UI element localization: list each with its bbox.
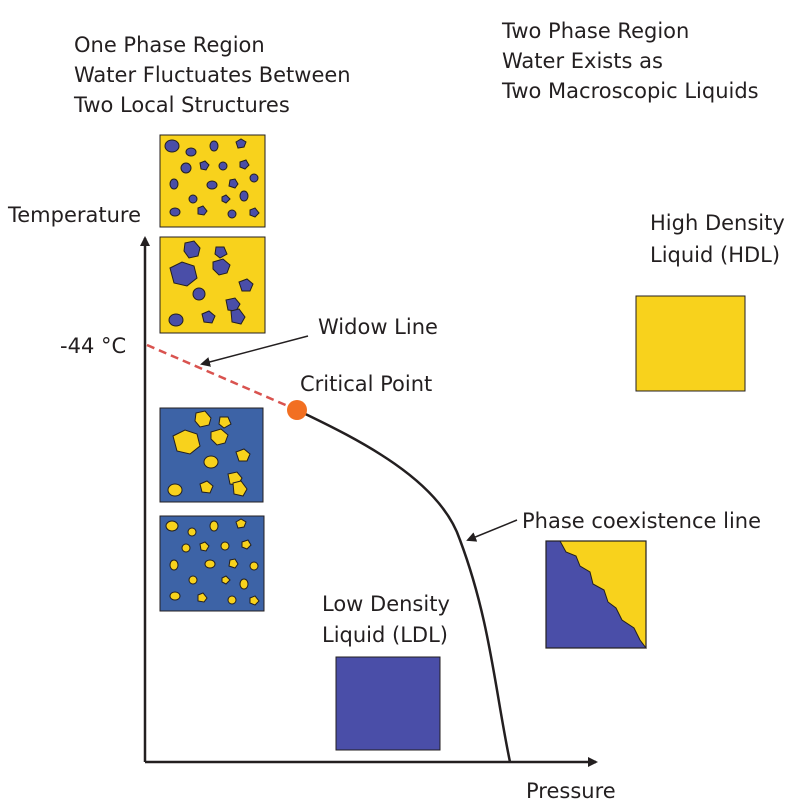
coexistence-split-box xyxy=(545,540,647,649)
ldl-label-line2: Liquid (LDL) xyxy=(322,623,448,647)
ldl-square xyxy=(335,656,441,751)
left-region-title-line3: Two Local Structures xyxy=(73,93,290,117)
right-region-title-line2: Water Exists as xyxy=(502,49,663,73)
left-region-title-line2: Water Fluctuates Between xyxy=(74,63,351,87)
widow-line-label: Widow Line xyxy=(318,315,438,339)
coexistence-line-arrow xyxy=(466,519,518,542)
x-axis-label: Pressure xyxy=(526,779,616,803)
fluctuation-box-high-large xyxy=(159,236,266,334)
widow-line xyxy=(146,343,298,412)
fluctuation-box-high-small xyxy=(159,134,266,228)
widow-line-arrow xyxy=(200,335,309,367)
ldl-label-line1: Low Density xyxy=(322,592,450,616)
critical-point-label: Critical Point xyxy=(300,372,432,396)
right-region-title-line3: Two Macroscopic Liquids xyxy=(501,79,759,103)
fluctuation-box-low-large xyxy=(159,407,264,503)
hdl-square xyxy=(635,295,746,392)
fluctuation-box-low-small xyxy=(159,515,265,612)
left-region-title-line1: One Phase Region xyxy=(74,33,265,57)
hdl-label-line1: High Density xyxy=(650,211,785,235)
hdl-label-line2: Liquid (HDL) xyxy=(650,243,780,267)
y-axis-label: Temperature xyxy=(7,203,141,227)
coexistence-line-label: Phase coexistence line xyxy=(522,509,761,533)
coexistence-curve xyxy=(296,408,512,763)
right-region-title-line1: Two Phase Region xyxy=(501,19,689,43)
temperature-marker-label: -44 °C xyxy=(60,334,126,358)
critical-point-marker xyxy=(287,400,307,420)
